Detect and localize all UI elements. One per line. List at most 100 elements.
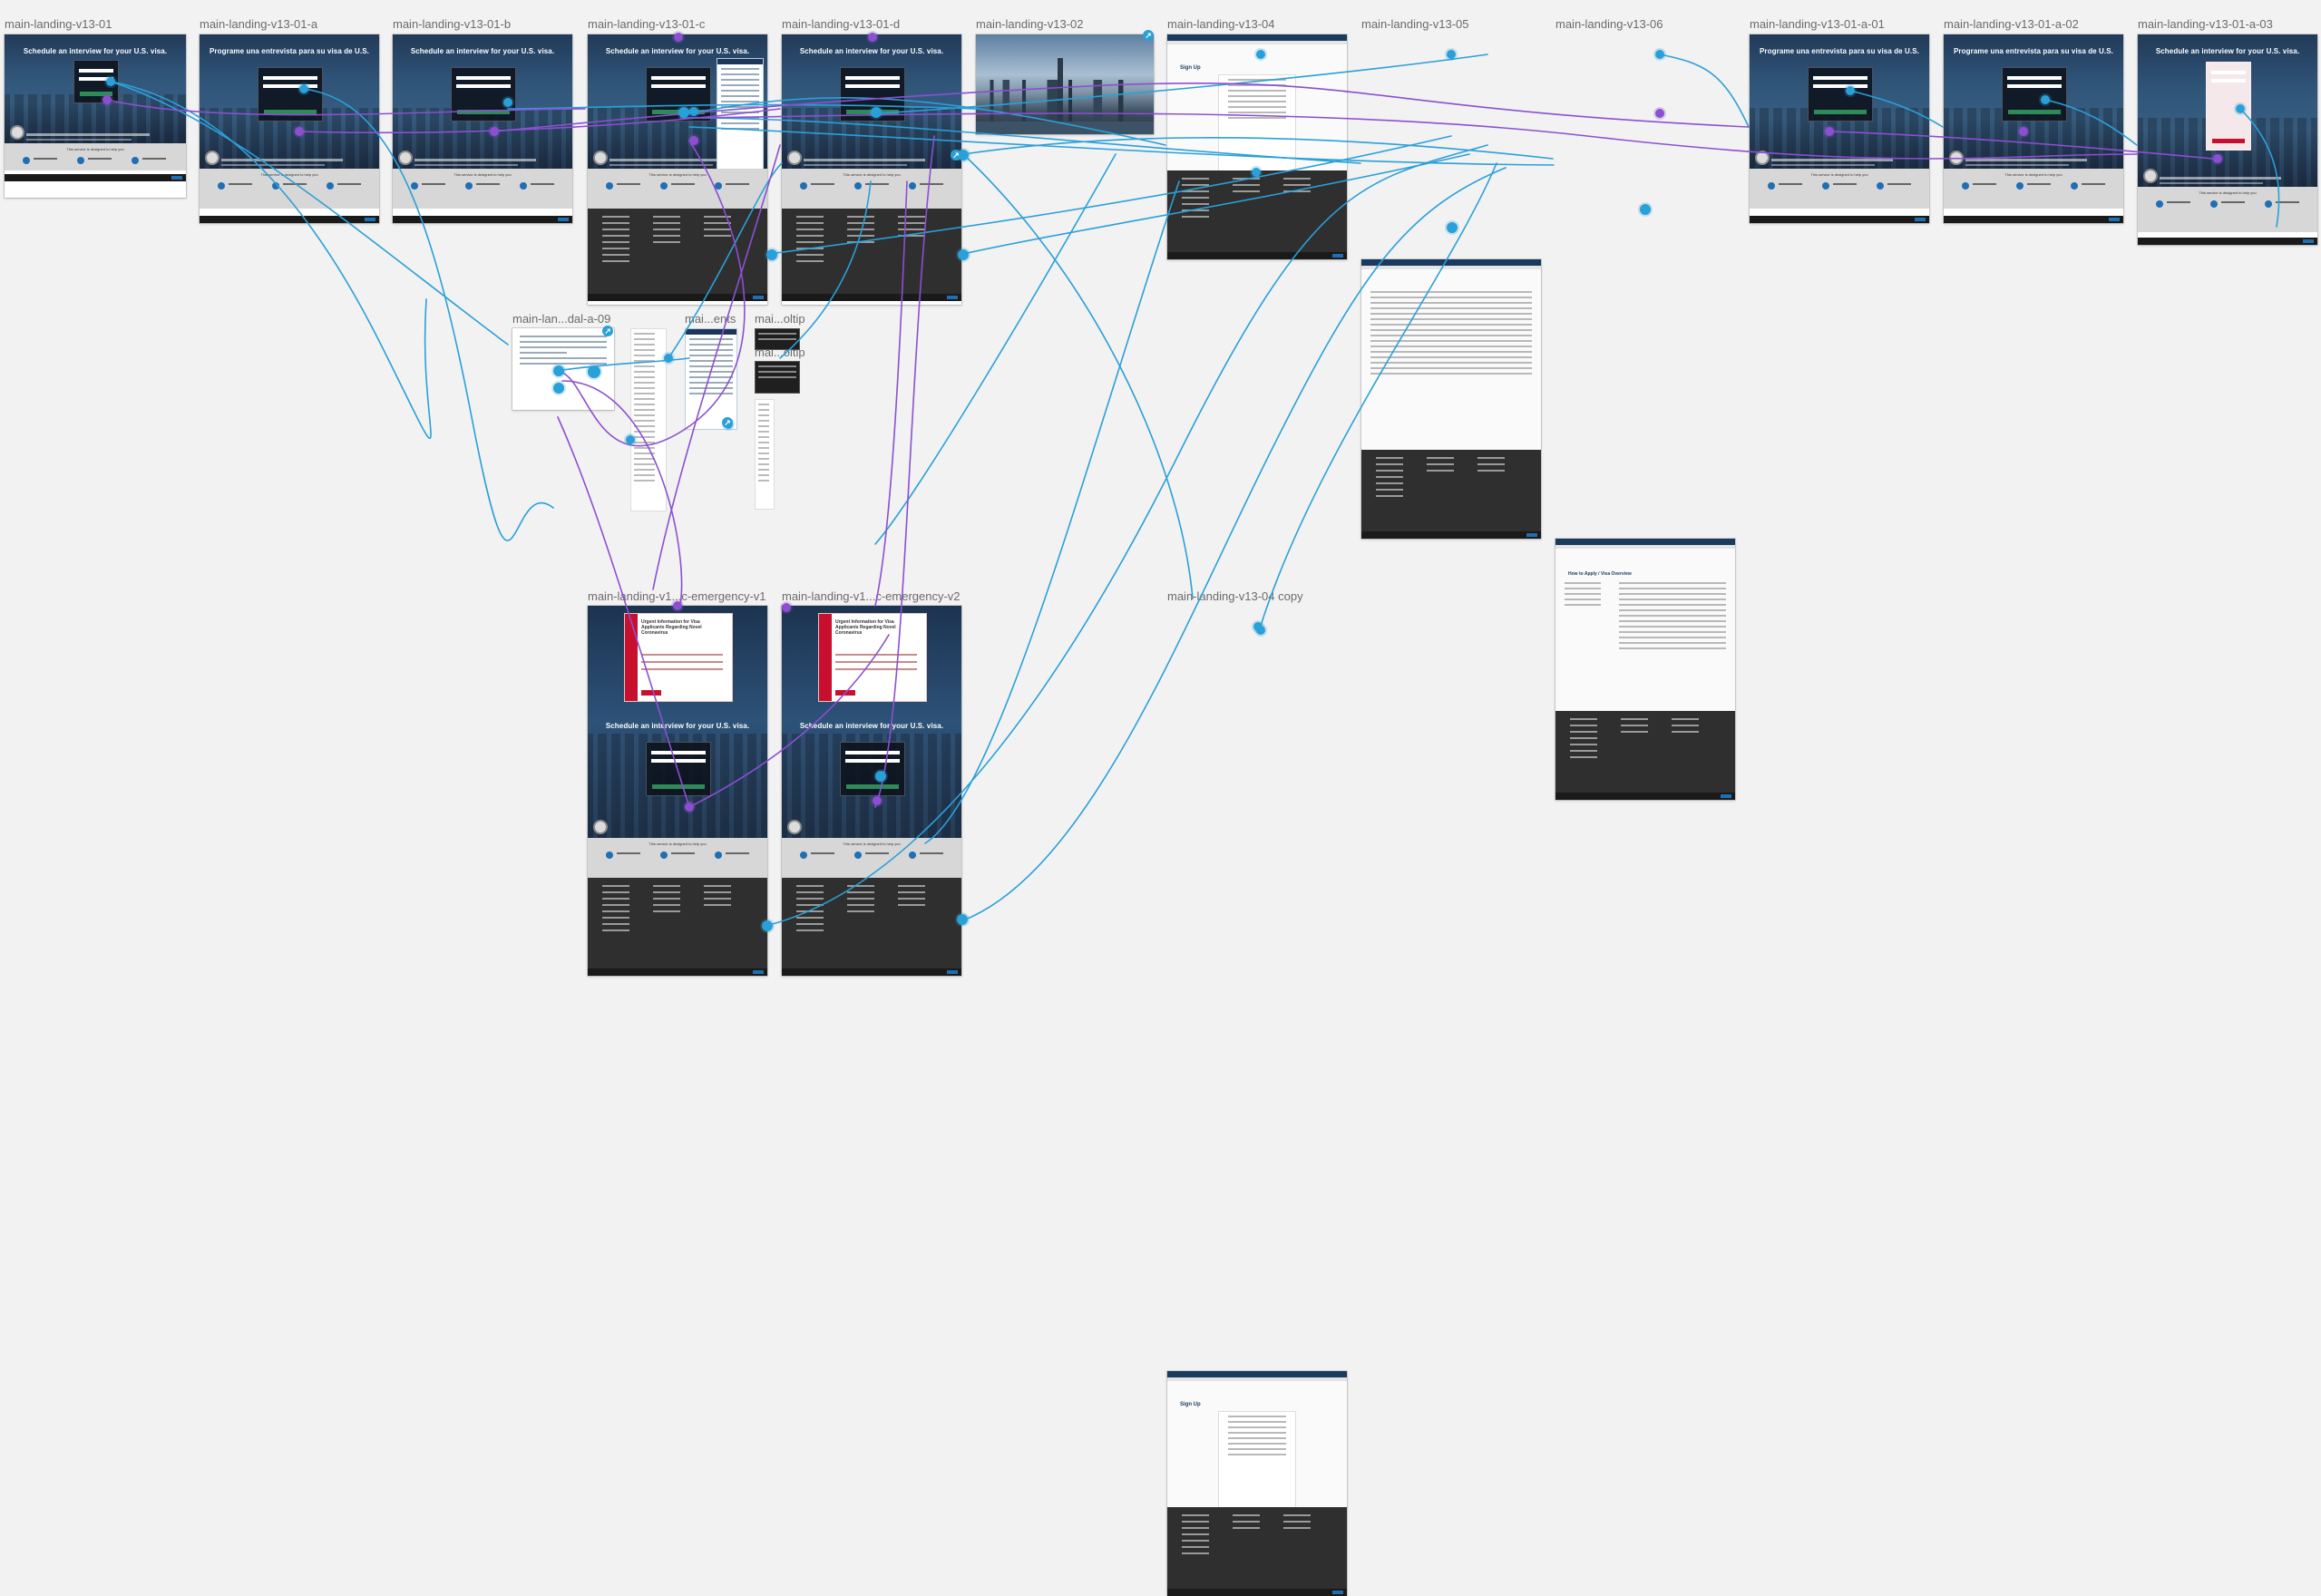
prototype-hotspot-icon[interactable] xyxy=(674,33,683,42)
prototype-hotspot-icon[interactable] xyxy=(673,601,682,610)
prototype-hotspot-icon[interactable] xyxy=(875,771,886,782)
frame-label-f01a02[interactable]: main-landing-v13-01-a-02 xyxy=(1944,17,2079,31)
frame-f04-copy[interactable]: Sign Up xyxy=(1167,1371,1347,1596)
frame-label-ents[interactable]: mai...ents xyxy=(685,312,736,326)
frame-label-f01b[interactable]: main-landing-v13-01-b xyxy=(393,17,512,31)
prototype-hotspot-icon[interactable] xyxy=(958,249,969,260)
prototype-hotspot-icon[interactable] xyxy=(299,84,308,93)
frame-label-f06[interactable]: main-landing-v13-06 xyxy=(1555,17,1663,31)
prototype-hotspot-icon[interactable] xyxy=(762,920,773,931)
option-list[interactable] xyxy=(755,399,775,510)
frame-f01b[interactable]: Schedule an interview for your U.S. visa… xyxy=(393,34,572,223)
frame-f01a[interactable]: Programe una entrevista para su visa de … xyxy=(200,34,379,223)
prototype-hotspot-icon[interactable] xyxy=(1640,204,1651,215)
tooltip-frame-2[interactable] xyxy=(755,361,800,394)
frame-emergency-v2[interactable]: Urgent Information for Visa Applicants R… xyxy=(782,606,961,976)
frame-ents-popup[interactable] xyxy=(685,328,737,430)
login-panel[interactable] xyxy=(451,67,516,122)
frame-label-f04[interactable]: main-landing-v13-04 xyxy=(1167,17,1275,31)
login-panel[interactable] xyxy=(2002,67,2067,122)
prototype-hotspot-icon[interactable] xyxy=(588,365,600,378)
results-table[interactable] xyxy=(1361,269,1541,375)
login-panel[interactable] xyxy=(840,742,905,796)
frame-label-f01c[interactable]: main-landing-v13-01-c xyxy=(588,17,706,31)
login-panel[interactable] xyxy=(646,742,711,796)
prototype-hotspot-icon[interactable] xyxy=(868,33,877,42)
flow-start-icon[interactable]: ↗ xyxy=(1143,30,1154,41)
emergency-alert[interactable]: Urgent Information for Visa Applicants R… xyxy=(818,613,927,702)
prototype-hotspot-icon[interactable] xyxy=(2019,127,2028,136)
prototype-hotspot-icon[interactable] xyxy=(782,603,791,612)
prototype-hotspot-icon[interactable] xyxy=(553,365,564,376)
prototype-hotspot-icon[interactable] xyxy=(1256,626,1265,635)
prototype-hotspot-icon[interactable] xyxy=(106,77,115,86)
frame-f04[interactable]: Sign Up xyxy=(1167,34,1347,259)
warning-icon xyxy=(625,614,638,701)
prototype-hotspot-icon[interactable] xyxy=(1655,50,1664,59)
frame-f01a03[interactable]: Schedule an interview for your U.S. visa… xyxy=(2138,34,2317,245)
prototype-hotspot-icon[interactable] xyxy=(1447,50,1456,59)
frame-label-f01a03[interactable]: main-landing-v13-01-a-03 xyxy=(2138,17,2273,31)
prototype-hotspot-icon[interactable] xyxy=(689,136,698,145)
prototype-hotspot-icon[interactable] xyxy=(295,127,304,136)
prototype-hotspot-icon[interactable] xyxy=(871,107,882,118)
frame-f01d[interactable]: Schedule an interview for your U.S. visa… xyxy=(782,34,961,305)
frame-f02[interactable] xyxy=(976,34,1154,134)
prototype-hotspot-icon[interactable] xyxy=(1825,127,1834,136)
prototype-hotspot-icon[interactable] xyxy=(1256,50,1265,59)
login-panel[interactable] xyxy=(1808,67,1873,122)
prototype-hotspot-icon[interactable] xyxy=(2213,154,2222,163)
prototype-hotspot-icon[interactable] xyxy=(664,354,673,363)
flow-start-icon[interactable]: ↗ xyxy=(722,417,733,428)
frame-label-f01[interactable]: main-landing-v13-01 xyxy=(5,17,112,31)
frame-label-modal[interactable]: main-lan...dal-a-09 xyxy=(512,312,611,326)
emergency-alert[interactable]: Urgent Information for Visa Applicants R… xyxy=(624,613,733,702)
frame-label-f01d[interactable]: main-landing-v13-01-d xyxy=(782,17,901,31)
tooltip-frame-1[interactable] xyxy=(755,328,800,350)
frame-emergency-v1[interactable]: Urgent Information for Visa Applicants R… xyxy=(588,606,767,976)
prototype-hotspot-icon[interactable] xyxy=(102,95,112,104)
flow-start-icon[interactable]: ↗ xyxy=(602,326,613,336)
frame-f01a01[interactable]: Programe una entrevista para su visa de … xyxy=(1750,34,1929,223)
prototype-hotspot-icon[interactable] xyxy=(678,107,689,118)
frame-f06[interactable]: How to Apply / Visa Overview xyxy=(1555,539,1735,800)
signup-form[interactable] xyxy=(1218,1411,1296,1522)
frame-label-tooltip-1[interactable]: mai...oltip xyxy=(755,312,805,326)
prototype-hotspot-icon[interactable] xyxy=(685,803,694,812)
prototype-hotspot-icon[interactable] xyxy=(2041,95,2050,104)
prototype-hotspot-icon[interactable] xyxy=(2236,104,2245,113)
prototype-hotspot-icon[interactable] xyxy=(503,98,512,107)
prototype-hotspot-icon[interactable] xyxy=(553,383,564,394)
frame-label-f01a01[interactable]: main-landing-v13-01-a-01 xyxy=(1750,17,1885,31)
prototype-hotspot-icon[interactable] xyxy=(957,914,968,925)
flow-start-icon[interactable]: ↗ xyxy=(951,150,961,161)
prototype-hotspot-icon[interactable] xyxy=(626,435,635,444)
frame-label-emergency-v2[interactable]: main-landing-v1...c-emergency-v2 xyxy=(782,589,961,603)
prototype-hotspot-icon[interactable] xyxy=(873,796,882,805)
frame-label-f05[interactable]: main-landing-v13-05 xyxy=(1361,17,1469,31)
prototype-hotspot-icon[interactable] xyxy=(1655,109,1664,118)
document-icon xyxy=(327,182,334,190)
article-sidebar[interactable] xyxy=(1555,579,1610,609)
frame-label-f04-copy[interactable]: main-landing-v13-04 copy xyxy=(1167,589,1303,603)
frame-label-f02[interactable]: main-landing-v13-02 xyxy=(976,17,1084,31)
frame-label-f01a[interactable]: main-landing-v13-01-a xyxy=(200,17,318,31)
country-list[interactable] xyxy=(630,328,667,511)
help-title: This service is designed to help you xyxy=(453,172,512,177)
prototype-hotspot-icon[interactable] xyxy=(490,127,499,136)
prototype-hotspot-icon[interactable] xyxy=(1252,168,1261,177)
login-panel[interactable] xyxy=(258,67,323,122)
state-seal-icon xyxy=(1949,151,1964,165)
frame-f01a02[interactable]: Programe una entrevista para su visa de … xyxy=(1944,34,2123,223)
prototype-hotspot-icon[interactable] xyxy=(1846,86,1855,95)
frame-f05[interactable] xyxy=(1361,259,1541,539)
prototype-hotspot-icon[interactable] xyxy=(766,249,777,260)
requirements-popup[interactable] xyxy=(717,58,764,187)
prototype-hotspot-icon[interactable] xyxy=(689,107,698,116)
frame-f01c[interactable]: Schedule an interview for your U.S. visa… xyxy=(588,34,767,305)
footer-button[interactable] xyxy=(171,176,182,180)
frame-f01[interactable]: Schedule an interview for your U.S. visa… xyxy=(5,34,186,198)
alert-button[interactable] xyxy=(835,690,855,696)
prototype-hotspot-icon[interactable] xyxy=(1447,222,1458,233)
alert-button[interactable] xyxy=(641,690,661,696)
